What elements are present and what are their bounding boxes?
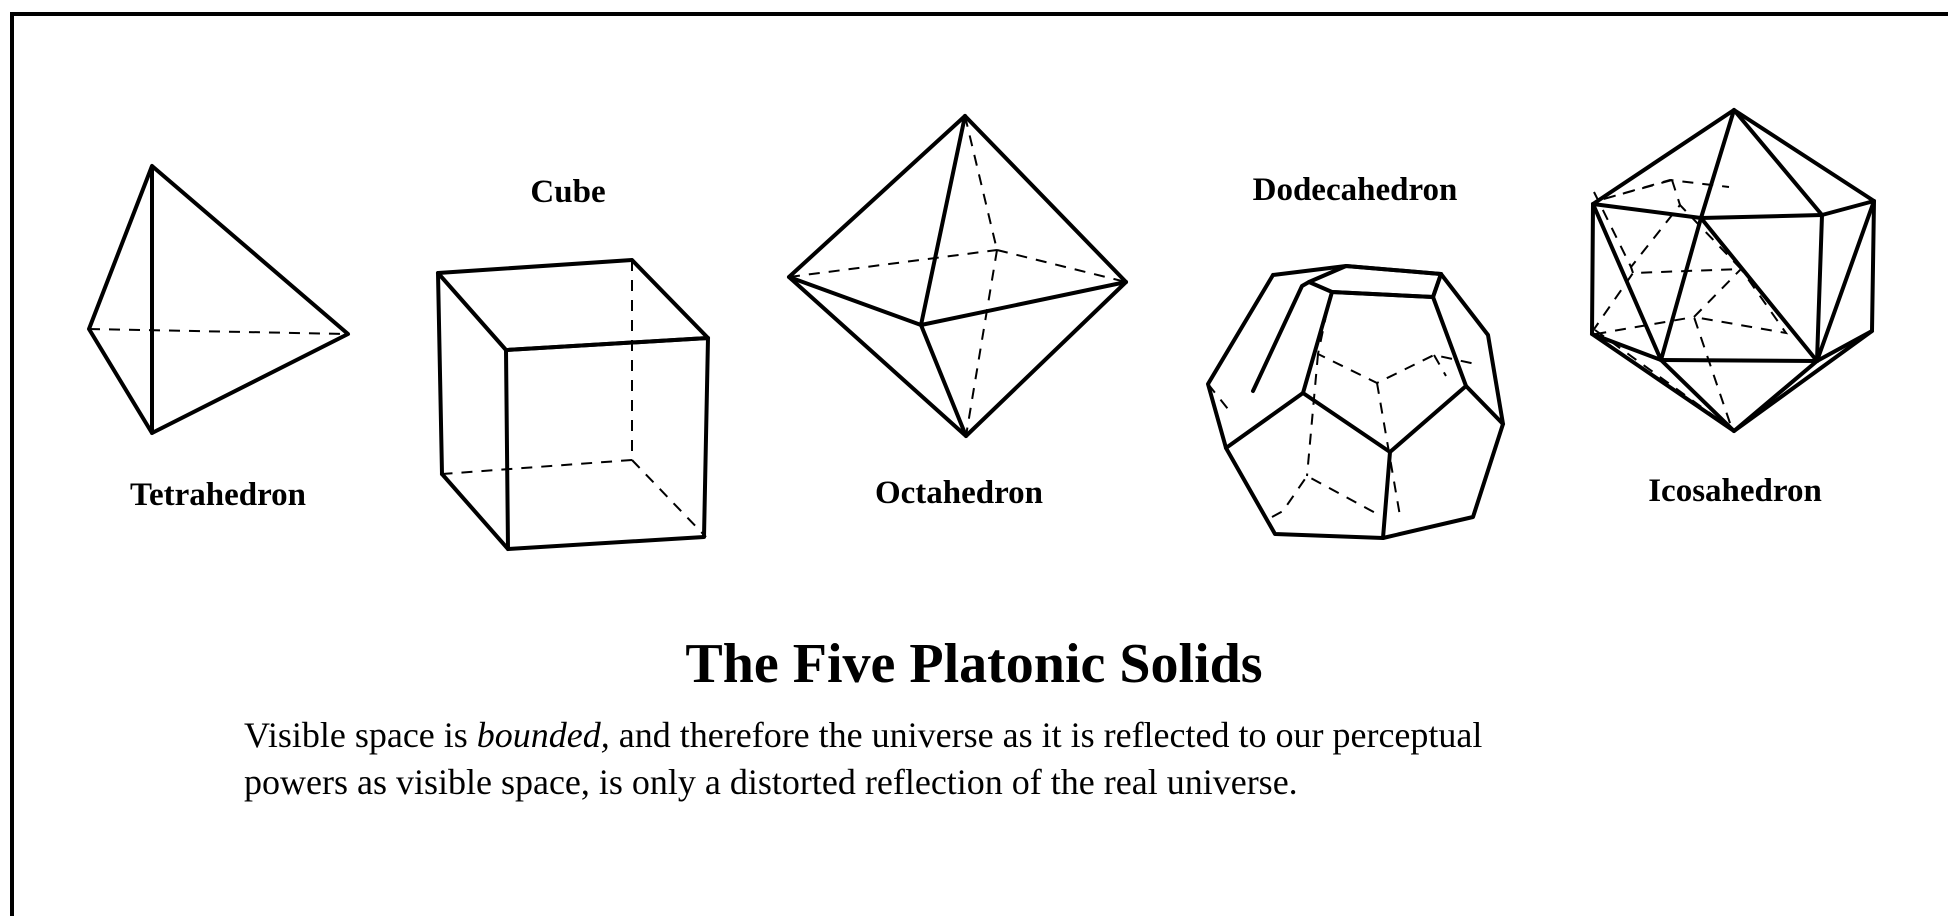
solid-label-cube: Cube [530, 174, 606, 210]
solid-label-octahedron: Octahedron [874, 475, 1044, 511]
cube-figure [436, 258, 710, 551]
tetrahedron-figure [87, 164, 350, 435]
caption-line-1: Visible space is bounded, and therefore … [244, 712, 1804, 759]
caption-line-1-start: Visible space is [244, 715, 477, 755]
caption-emphasis: bounded, [476, 715, 610, 755]
page-title: The Five Platonic Solids [685, 633, 1263, 695]
solid-label-tetrahedron: Tetrahedron [129, 477, 307, 513]
caption-line-1-end: and therefore the universe as it is refl… [609, 715, 1483, 755]
dodecahedron-figure [1206, 264, 1505, 540]
solid-label-dodecahedron: Dodecahedron [1252, 172, 1458, 208]
solid-label-icosahedron: Icosahedron [1648, 473, 1822, 509]
caption-line-2: powers as visible space, is only a disto… [244, 762, 1298, 802]
page-frame [10, 12, 1948, 916]
solids-illustration [87, 108, 1876, 551]
octahedron-figure [787, 114, 1128, 438]
icosahedron-figure [1587, 108, 1876, 433]
caption-text: Visible space is bounded, and therefore … [244, 712, 1804, 806]
